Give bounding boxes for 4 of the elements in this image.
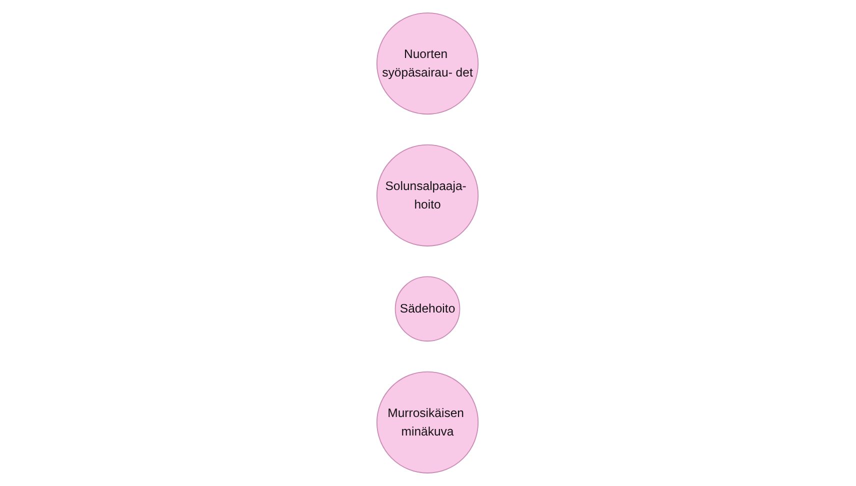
node-circle: Murrosikäisen minäkuva xyxy=(376,371,480,474)
node-circle: Sädehoito xyxy=(395,276,461,342)
node-circle: Nuorten syöpäsairau- det xyxy=(376,12,480,115)
node-circle: Solunsalpaaja- hoito xyxy=(376,144,480,246)
